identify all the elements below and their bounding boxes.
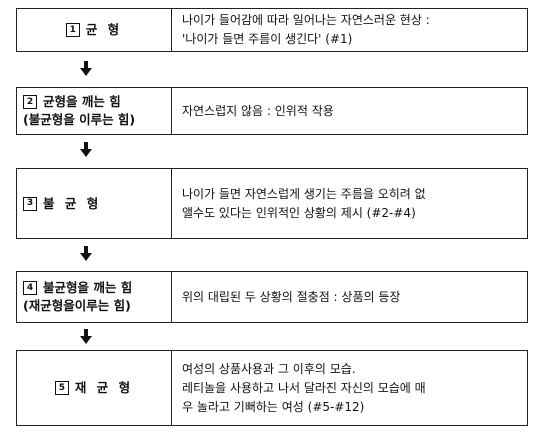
step-5-row: 5 재 균 형 여성의 상품사용과 그 이후의 모습. 레티놀을 사용하고 나서 … [16, 350, 528, 426]
step-4-description: 위의 대립된 두 상황의 절충점 : 상품의 등장 [172, 272, 527, 322]
down-arrow-icon [80, 61, 92, 77]
step-5-text-line-3: 우 놀라고 기뻐하는 여성 (#5-#12) [182, 399, 365, 414]
step-4-label-line-1: 불균형을 깨는 힘 [43, 280, 133, 295]
step-4-text-line-1: 위의 대립된 두 상황의 절충점 : 상품의 등장 [182, 289, 401, 304]
step-1-label: 1 균 형 [17, 9, 172, 51]
step-3-number-box: 3 [23, 196, 37, 211]
step-1-label-line-1: 균 형 [85, 22, 123, 37]
step-3-text-line-1: 나이가 들면 자연스럽게 생기는 주름을 오히려 없 [182, 186, 426, 201]
step-5-text-line-1: 여성의 상품사용과 그 이후의 모습. [182, 361, 356, 376]
step-2-label-line-1: 균형을 깨는 힘 [43, 94, 121, 109]
step-2-label: 2 균형을 깨는 힘 (불균형을 이루는 힘) [17, 88, 172, 134]
step-1-text-line-1: 나이가 들어감에 따라 일어나는 자연스러운 현상 : [182, 13, 430, 27]
step-3-row: 3 불 균 형 나이가 들면 자연스럽게 생기는 주름을 오히려 없 앨수도 있다… [16, 168, 528, 239]
step-3-description: 나이가 들면 자연스럽게 생기는 주름을 오히려 없 앨수도 있다는 인위적인 … [172, 169, 527, 238]
down-arrow-icon [80, 246, 92, 262]
step-5-description: 여성의 상품사용과 그 이후의 모습. 레티놀을 사용하고 나서 달라진 자신의… [172, 351, 527, 425]
step-2-label-line-2: (불균형을 이루는 힘) [23, 112, 136, 127]
step-2-description: 자연스럽지 않음 : 인위적 작용 [172, 88, 527, 134]
step-3-label: 3 불 균 형 [17, 169, 172, 238]
step-4-row: 4 불균형을 깨는 힘 (재균형을이루는 힘) 위의 대립된 두 상황의 절충점 … [16, 271, 528, 323]
step-3-text-line-2: 앨수도 있다는 인위적인 상황의 제시 (#2-#4) [182, 205, 416, 220]
step-2-number-box: 2 [23, 95, 37, 109]
step-5-number-box: 5 [54, 381, 69, 395]
step-2-row: 2 균형을 깨는 힘 (불균형을 이루는 힘) 자연스럽지 않음 : 인위적 작용 [16, 87, 528, 135]
step-5-label-line-1: 재 균 형 [74, 380, 134, 395]
step-1-row: 1 균 형 나이가 들어감에 따라 일어나는 자연스러운 현상 : '나이가 들면… [16, 8, 528, 52]
step-1-description: 나이가 들어감에 따라 일어나는 자연스러운 현상 : '나이가 들면 주름이 … [172, 9, 527, 51]
step-1-number-box: 1 [65, 23, 80, 37]
step-4-label: 4 불균형을 깨는 힘 (재균형을이루는 힘) [17, 272, 172, 322]
step-4-label-line-2: (재균형을이루는 힘) [23, 298, 131, 313]
step-2-text-line-1: 자연스럽지 않음 : 인위적 작용 [182, 103, 334, 118]
step-1-text-line-2: '나이가 들면 주름이 생긴다' (#1) [182, 32, 353, 46]
step-3-label-line-1: 불 균 형 [43, 195, 102, 211]
down-arrow-icon [80, 329, 92, 345]
step-5-text-line-2: 레티놀을 사용하고 나서 달라진 자신의 모습에 매 [182, 380, 426, 395]
down-arrow-icon [80, 142, 92, 158]
step-4-number-box: 4 [23, 281, 37, 295]
step-5-label: 5 재 균 형 [17, 351, 172, 425]
